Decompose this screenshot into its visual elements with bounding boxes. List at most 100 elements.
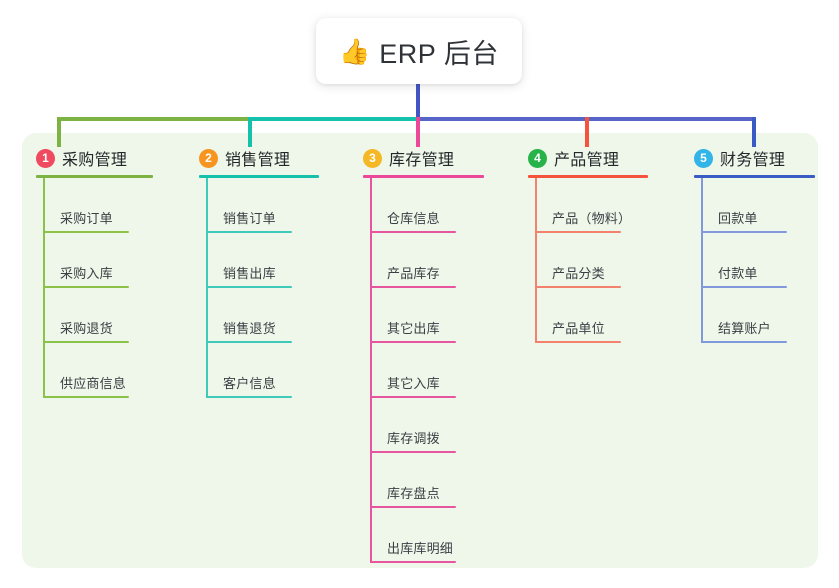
list-item-underline: [43, 231, 129, 233]
list-item[interactable]: 其它出库: [356, 288, 484, 343]
list-item[interactable]: 产品库存: [356, 233, 484, 288]
list-item[interactable]: 销售出库: [192, 233, 319, 288]
list-item[interactable]: 销售订单: [192, 178, 319, 233]
list-item[interactable]: 产品单位: [521, 288, 648, 343]
category-header[interactable]: 5 财务管理: [687, 146, 815, 170]
list-item-label: 产品分类: [552, 266, 605, 281]
list-item[interactable]: 其它入库: [356, 343, 484, 398]
category-underline: [199, 175, 319, 178]
list-item-underline: [43, 341, 129, 343]
category-column: 5 财务管理回款单付款单结算账户: [687, 146, 815, 343]
list-item-label: 其它出库: [387, 321, 440, 336]
category-header[interactable]: 2 销售管理: [192, 146, 319, 170]
category-items: 回款单付款单结算账户: [687, 178, 815, 343]
list-item-underline: [206, 341, 292, 343]
list-item[interactable]: 客户信息: [192, 343, 319, 398]
category-underline: [528, 175, 648, 178]
list-item-underline: [206, 286, 292, 288]
category-column: 3 库存管理仓库信息产品库存其它出库其它入库库存调拨库存盘点出库库明细: [356, 146, 484, 563]
list-item-underline: [370, 341, 456, 343]
category-items: 产品（物料） 产品分类产品单位: [521, 178, 648, 343]
category-underline: [694, 175, 815, 178]
list-item-label: 采购订单: [60, 211, 113, 226]
list-item-label: 供应商信息: [60, 376, 127, 391]
list-item-label: 回款单: [718, 211, 758, 226]
list-item-underline: [370, 396, 456, 398]
list-item-underline: [206, 231, 292, 233]
list-item-label: 产品库存: [387, 266, 440, 281]
list-item[interactable]: 回款单: [687, 178, 815, 233]
category-title: 采购管理: [62, 152, 128, 169]
root-node-title: ERP 后台: [379, 38, 499, 69]
list-item-label: 采购退货: [60, 321, 113, 336]
list-item-label: 销售订单: [223, 211, 276, 226]
list-item[interactable]: 采购订单: [29, 178, 153, 233]
category-title: 财务管理: [720, 152, 786, 169]
category-title: 产品管理: [554, 152, 620, 169]
items-spine: [370, 178, 372, 563]
items-spine: [206, 178, 208, 398]
list-item-label: 库存调拨: [387, 431, 440, 446]
category-number-badge: 5: [694, 148, 713, 168]
list-item-label: 销售出库: [223, 266, 276, 281]
category-number-badge: 4: [528, 148, 547, 168]
list-item[interactable]: 仓库信息: [356, 178, 484, 233]
list-item-underline: [206, 396, 292, 398]
category-number-badge: 2: [199, 148, 218, 168]
list-item[interactable]: 产品（物料）: [521, 178, 648, 233]
items-spine: [535, 178, 537, 343]
category-items: 销售订单销售出库销售退货客户信息: [192, 178, 319, 398]
list-item[interactable]: 销售退货: [192, 288, 319, 343]
category-title: 销售管理: [225, 152, 291, 169]
category-header[interactable]: 1 采购管理: [29, 146, 153, 170]
list-item[interactable]: 产品分类: [521, 233, 648, 288]
items-spine: [43, 178, 45, 398]
list-item[interactable]: 库存盘点: [356, 453, 484, 508]
category-underline: [36, 175, 153, 178]
list-item-label: 出库库明细: [387, 541, 454, 556]
list-item-underline: [370, 286, 456, 288]
list-item-label: 采购入库: [60, 266, 113, 281]
category-column: 1 采购管理采购订单采购入库采购退货供应商信息: [29, 146, 153, 398]
category-header[interactable]: 3 库存管理: [356, 146, 484, 170]
list-item-label: 销售退货: [223, 321, 276, 336]
list-item-label: 产品单位: [552, 321, 605, 336]
category-items: 仓库信息产品库存其它出库其它入库库存调拨库存盘点出库库明细: [356, 178, 484, 563]
list-item-underline: [701, 341, 787, 343]
list-item-underline: [370, 451, 456, 453]
list-item[interactable]: 采购退货: [29, 288, 153, 343]
category-header[interactable]: 4 产品管理: [521, 146, 648, 170]
list-item[interactable]: 结算账户: [687, 288, 815, 343]
list-item-label: 客户信息: [223, 376, 276, 391]
category-number-badge: 1: [36, 148, 55, 168]
content-panel: [22, 133, 818, 568]
list-item[interactable]: 库存调拨: [356, 398, 484, 453]
list-item-underline: [535, 286, 621, 288]
list-item-underline: [370, 506, 456, 508]
list-item[interactable]: 采购入库: [29, 233, 153, 288]
category-underline: [363, 175, 484, 178]
category-title: 库存管理: [389, 152, 455, 169]
list-item[interactable]: 供应商信息: [29, 343, 153, 398]
list-item-underline: [535, 231, 621, 233]
list-item-underline: [370, 231, 456, 233]
items-spine: [701, 178, 703, 343]
list-item[interactable]: 付款单: [687, 233, 815, 288]
list-item-label: 仓库信息: [387, 211, 440, 226]
list-item-label: 其它入库: [387, 376, 440, 391]
category-number-badge: 3: [363, 148, 382, 168]
list-item-underline: [701, 231, 787, 233]
category-column: 2 销售管理销售订单销售出库销售退货客户信息: [192, 146, 319, 398]
root-node-card[interactable]: 👍 ERP 后台: [316, 18, 522, 84]
list-item-label: 库存盘点: [387, 486, 440, 501]
list-item-label: 付款单: [718, 266, 758, 281]
list-item-label: 结算账户: [718, 321, 771, 336]
list-item-underline: [535, 341, 621, 343]
category-items: 采购订单采购入库采购退货供应商信息: [29, 178, 153, 398]
category-column: 4 产品管理产品（物料） 产品分类产品单位: [521, 146, 648, 343]
list-item[interactable]: 出库库明细: [356, 508, 484, 563]
list-item-underline: [43, 396, 129, 398]
thumbs-up-icon: 👍: [339, 37, 371, 66]
list-item-underline: [43, 286, 129, 288]
